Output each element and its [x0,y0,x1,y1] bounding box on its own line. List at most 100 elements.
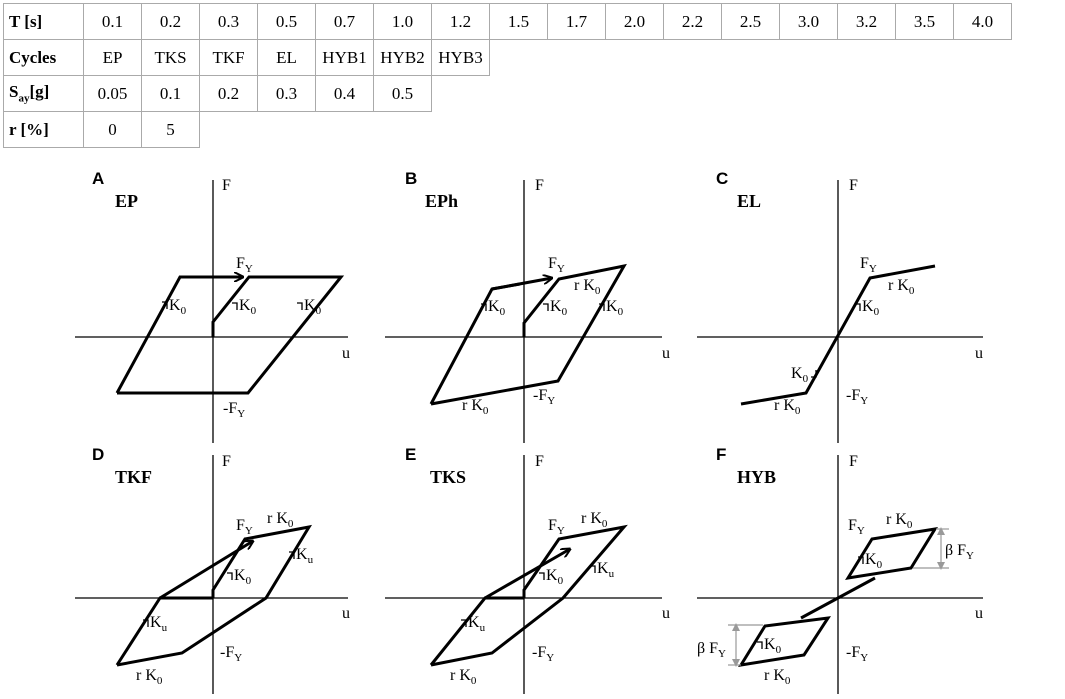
rk0-label: r K0 [450,667,477,687]
table-row-cycles: Cycles EP TKS TKF EL HYB1 HYB2 HYB3 [3,39,1012,76]
cell: 1.5 [489,3,548,40]
slope-marker [543,303,549,311]
rk0-label: r K0 [888,277,915,297]
cell: TKS [141,39,200,76]
slope-marker [481,303,487,311]
hysteresis-loop [430,263,627,406]
u-axis-label: u [975,605,983,622]
panel-letter: C [716,169,728,188]
slope-marker [599,303,605,311]
k0-label: K0 [764,636,782,656]
hysteresis-loop [429,282,521,405]
loading-arrow [491,278,552,291]
u-axis-label: u [662,605,670,622]
panel-title: EL [737,191,761,211]
cell: HYB3 [431,39,490,76]
k0-label: K0 [169,297,187,317]
hysteresis-loop [116,524,313,667]
cell: 1.2 [431,3,490,40]
parameter-table: T [s] 0.1 0.2 0.3 0.5 0.7 1.0 1.2 1.5 1.… [3,3,1012,148]
k0-label: K0 [791,365,809,385]
slope-marker [461,619,467,627]
rk0-label: r K0 [136,667,163,687]
fy-label: FY [236,517,253,537]
k0-label: K0 [550,298,568,318]
loading-arrow [484,549,570,600]
beta-fy-label: β FY [697,640,726,660]
fy-label: FY [860,255,877,275]
slope-marker [232,302,238,310]
panel-f: F HYB F u FY r K0 K0 β FY K0 β FY -FY r … [697,445,983,694]
hysteresis-loop [430,524,628,667]
upper-flag-loop [845,527,938,580]
neg-fy-label: -FY [532,644,554,664]
elastic-curve [740,264,936,406]
row-header-r: r [%] [3,111,84,148]
cell: 3.5 [895,3,954,40]
rk0-label: r K0 [462,397,489,417]
f-axis-label: F [535,453,544,470]
fy-label: FY [848,517,865,537]
neg-fy-label: -FY [220,644,242,664]
panel-letter: B [405,169,417,188]
cell: 4.0 [953,3,1012,40]
slope-marker [143,619,149,627]
u-axis-label: u [662,345,670,362]
panel-e: E TKS F u FY r K0 Ku K0 Ku -FY r K0 [385,445,670,694]
k0-label: K0 [606,298,624,318]
panel-letter: E [405,445,416,464]
cell: 3.0 [779,3,838,40]
panel-title: TKF [115,467,152,487]
f-axis-label: F [849,453,858,470]
fy-label: FY [548,255,565,275]
cell: TKF [199,39,258,76]
slope-marker [297,302,303,310]
k0-label: K0 [546,567,564,587]
table-row-say: Say[g] 0.05 0.1 0.2 0.3 0.4 0.5 [3,75,1012,112]
slope-marker [757,641,763,649]
fy-label: FY [548,517,565,537]
loading-arrow [159,541,253,600]
panel-title: EP [115,191,138,211]
cell: 2.0 [605,3,664,40]
fy-label: FY [236,255,253,275]
slope-marker [590,565,596,573]
k0-label: K0 [865,551,883,571]
k0-label: K0 [862,298,880,318]
cell: 0.1 [83,3,142,40]
ku-label: Ku [296,546,314,566]
slope-marker [539,572,545,580]
k0-label: K0 [239,297,257,317]
slope-marker [227,572,233,580]
f-axis-label: F [535,177,544,194]
cell: 1.0 [373,3,432,40]
cell: 0 [83,111,142,148]
f-axis-label: F [222,177,231,194]
cell: 5 [141,111,200,148]
panel-letter: D [92,445,104,464]
hysteresis-loop [117,275,345,395]
slope-marker [289,551,295,559]
slope-marker [162,301,168,309]
table-row-period: T [s] 0.1 0.2 0.3 0.5 0.7 1.0 1.2 1.5 1.… [3,3,1012,40]
slope-marker [858,556,864,564]
k0-label: K0 [234,567,252,587]
rk0-label: r K0 [267,510,294,530]
lower-flag-loop [738,616,832,667]
beta-fy-label: β FY [945,542,974,562]
cell: 0.4 [315,75,374,112]
u-axis-label: u [342,345,350,362]
slope-marker [855,303,861,311]
u-axis-label: u [975,345,983,362]
neg-fy-label: -FY [223,400,245,420]
rk0-label: r K0 [886,511,913,531]
panel-title: HYB [737,467,776,487]
cell: 2.2 [663,3,722,40]
cell: 3.2 [837,3,896,40]
cell: 0.3 [199,3,258,40]
rk0-label: r K0 [764,667,791,687]
panel-b: B EPh F u FY r K0 K0 K0 K0 -FY r K0 [385,169,670,443]
panel-a: A EP F u FY K0 K0 K0 -FY [75,169,350,443]
rk0-label: r K0 [581,510,608,530]
